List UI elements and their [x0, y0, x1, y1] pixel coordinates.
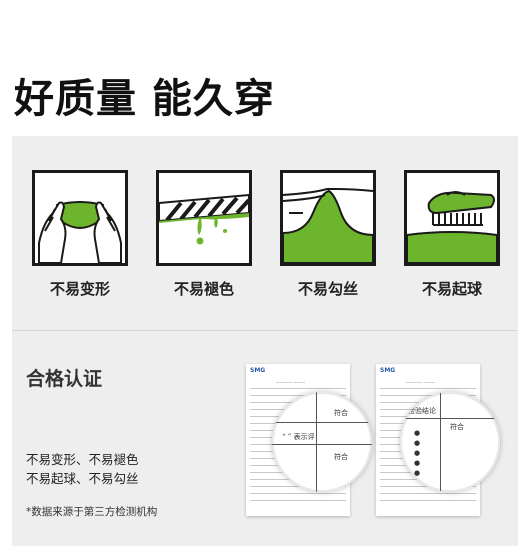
- report-logo: SMG: [250, 367, 266, 374]
- section-divider: [12, 330, 518, 331]
- lens-text: 检验结论: [408, 407, 436, 415]
- brush-fabric-icon: [404, 170, 500, 266]
- certification-line: 不易起球、不易勾丝: [26, 471, 139, 486]
- feature-label: 不易起球: [421, 280, 482, 298]
- certification-line: 不易变形、不易褪色: [26, 452, 139, 467]
- magnifier-lens: 符合 “ ” 表示评 符合: [272, 392, 372, 492]
- feature-item-deform: 不易变形: [32, 170, 128, 299]
- feature-item-snag: 不易勾丝: [280, 170, 376, 299]
- feature-item-fade: 不易褪色: [156, 170, 252, 299]
- feature-row: 不易变形 不易褪色: [12, 170, 518, 300]
- rope-drip-icon: [156, 170, 252, 266]
- certification-summary: 不易变形、不易褪色 不易起球、不易勾丝: [26, 450, 139, 488]
- content-panel: 不易变形 不易褪色: [12, 136, 518, 546]
- certification-note: *数据来源于第三方检测机构: [26, 506, 158, 518]
- lens-text: “ ” 表示评: [282, 433, 315, 441]
- page-headline: 好质量 能久穿: [14, 76, 275, 122]
- report-header-line: ———— ———: [406, 380, 436, 385]
- feature-label: 不易勾丝: [297, 280, 358, 298]
- report-header-line: ———— ———: [276, 380, 306, 385]
- report-logo: SMG: [380, 367, 396, 374]
- hands-stretch-icon: [32, 170, 128, 266]
- lens-text: 符合: [450, 423, 464, 431]
- test-report-image: SMG ———— ——— 检验结论 符合 ●●●●●: [376, 364, 500, 516]
- lens-list: ●●●●●: [414, 429, 421, 477]
- certification-title: 合格认证: [26, 368, 103, 390]
- hook-fabric-icon: [280, 170, 376, 266]
- feature-item-pilling: 不易起球: [404, 170, 500, 299]
- lens-text: 符合: [334, 453, 348, 461]
- feature-label: 不易褪色: [173, 280, 234, 298]
- test-report-image: SMG ———— ——— 符合 “ ” 表示评 符合: [246, 364, 372, 516]
- feature-label: 不易变形: [49, 280, 110, 298]
- lens-text: 符合: [334, 409, 348, 417]
- magnifier-lens: 检验结论 符合 ●●●●●: [400, 392, 500, 492]
